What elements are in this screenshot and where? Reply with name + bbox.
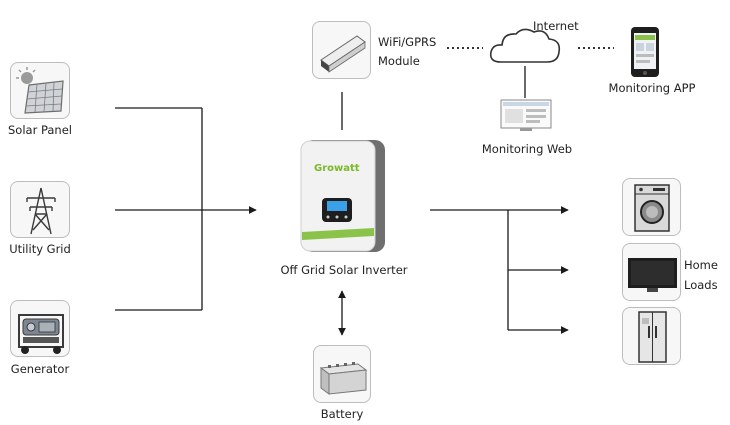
phone-icon	[631, 27, 659, 77]
monitoring-web-screen	[500, 99, 552, 133]
utility-grid-label: Utility Grid	[9, 242, 71, 256]
wifi-module-icon	[320, 35, 366, 73]
wifi-module-label-line1: WiFi/GPRS	[378, 35, 437, 49]
inverter-unit: Growatt	[300, 138, 387, 254]
wifi-module-icon-box	[312, 21, 371, 79]
battery-icon-box	[313, 345, 371, 403]
generator-icon-box	[10, 300, 70, 357]
monitoring-app-phone	[630, 26, 660, 78]
washing-machine-icon	[634, 184, 670, 232]
inverter-brand: Growatt	[314, 163, 360, 174]
monitoring-web-label: Monitoring Web	[481, 142, 573, 156]
battery-label: Battery	[320, 407, 364, 421]
generator-icon	[18, 314, 64, 354]
solar-panel-label: Solar Panel	[8, 123, 72, 137]
washing-machine-icon-box	[622, 178, 681, 236]
television-icon-box	[622, 243, 681, 301]
internet-cloud	[487, 24, 563, 68]
monitoring-app-label: Monitoring APP	[608, 81, 696, 95]
battery-icon	[319, 362, 368, 395]
refrigerator-icon-box	[622, 307, 681, 365]
monitor-icon	[500, 99, 552, 131]
inverter-icon	[300, 140, 385, 252]
inverter-label: Off Grid Solar Inverter	[280, 263, 408, 277]
solar-panel-icon	[16, 67, 64, 114]
wifi-module-label-line2: Module	[378, 54, 420, 68]
generator-label: Generator	[10, 362, 70, 376]
utility-grid-icon-box	[10, 181, 70, 238]
cloud-icon	[489, 28, 561, 63]
internet-label: Internet	[533, 19, 579, 33]
home-loads-label-line2: Loads	[684, 278, 718, 292]
refrigerator-icon	[638, 311, 667, 363]
power-tower-icon	[26, 187, 56, 235]
television-icon	[628, 258, 677, 292]
home-loads-label-line1: Home	[684, 258, 718, 272]
solar-panel-icon-box	[10, 62, 70, 119]
